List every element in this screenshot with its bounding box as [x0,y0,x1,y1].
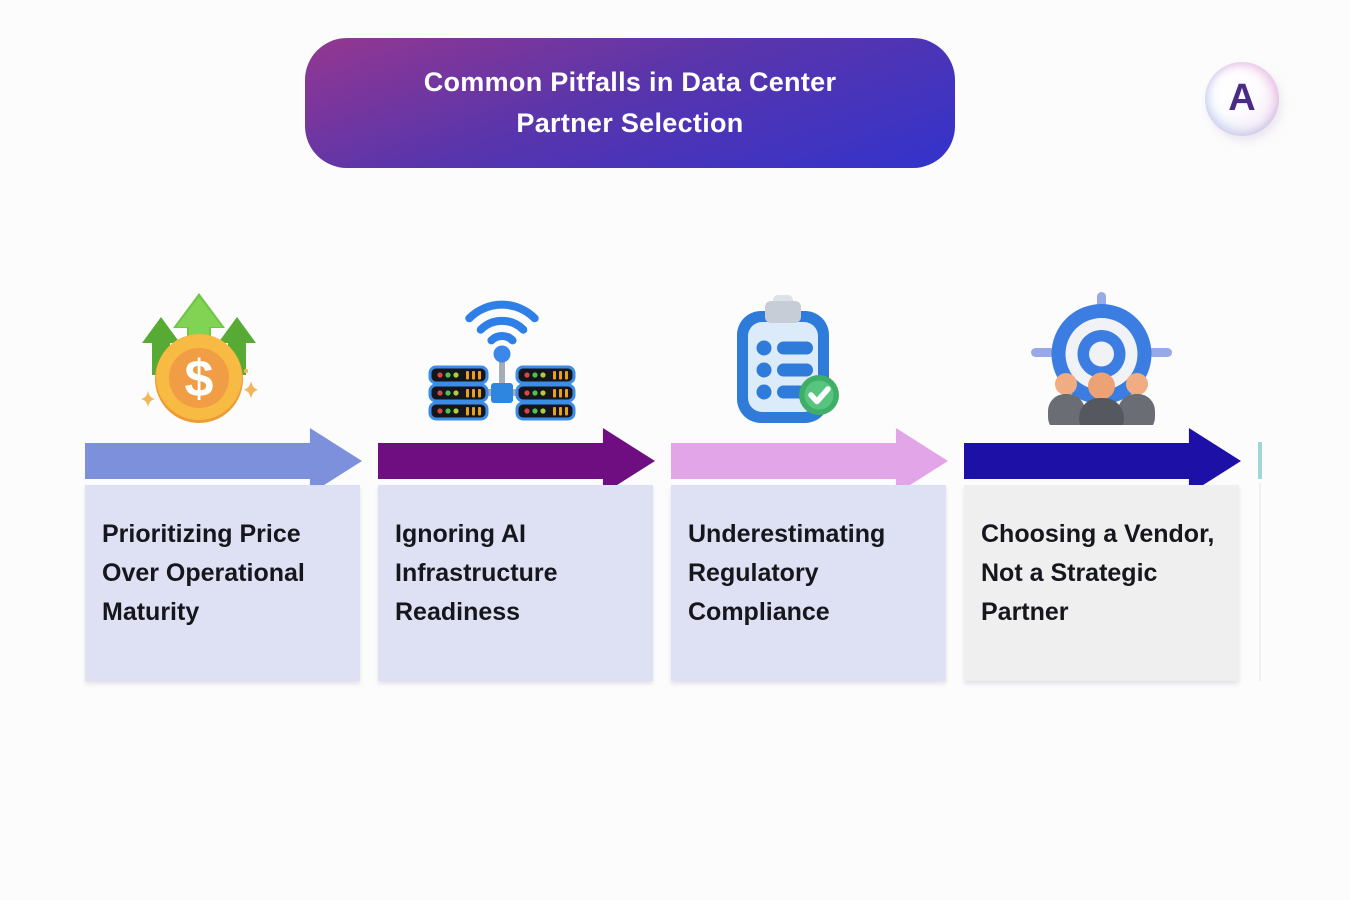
clipboard-check-icon-svg [736,295,839,423]
money-growth-icon-svg: $ [140,293,258,423]
brand-logo-letter: A [1228,76,1256,119]
pitfall-label: Underestimating Regulatory Compliance [688,520,886,626]
server-lights [436,371,568,416]
server-stack-right [515,365,575,421]
pitfall-card: Choosing a Vendor, Not a Strategic Partn… [964,485,1239,681]
pitfall-label: Ignoring AI Infrastructure Readiness [395,520,558,626]
title-line-1: Common Pitfalls in Data Center [423,67,837,97]
brand-logo: A [1205,62,1279,136]
next-column-card-sliver [1259,483,1261,681]
title-line-2: Partner Selection [516,108,744,138]
pitfall-label: Prioritizing Price Over Operational Matu… [102,520,305,626]
pitfall-card: Prioritizing Price Over Operational Matu… [85,485,360,681]
pitfall-column-2: Ignoring AI Infrastructure Readiness [378,283,655,681]
pitfall-column-3: Underestimating Regulatory Compliance [671,283,948,681]
pitfall-column-1: $ Prioritizing Price Over Operational Ma… [85,283,362,681]
svg-text:$: $ [184,350,213,408]
clipboard-check-icon [671,283,946,425]
server-wifi-icon [378,283,653,425]
title-banner: Common Pitfalls in Data Center Partner S… [305,38,955,168]
server-wifi-icon-svg [428,300,575,421]
pitfall-label: Choosing a Vendor, Not a Strategic Partn… [981,520,1215,626]
money-growth-icon: $ [85,283,360,425]
pitfall-card: Ignoring AI Infrastructure Readiness [378,485,653,681]
target-team-icon [964,283,1239,425]
target-team-icon-svg [1031,292,1172,425]
pitfall-card: Underestimating Regulatory Compliance [671,485,946,681]
pitfall-column-4: Choosing a Vendor, Not a Strategic Partn… [964,283,1241,681]
next-column-arrow-sliver [1258,442,1262,479]
